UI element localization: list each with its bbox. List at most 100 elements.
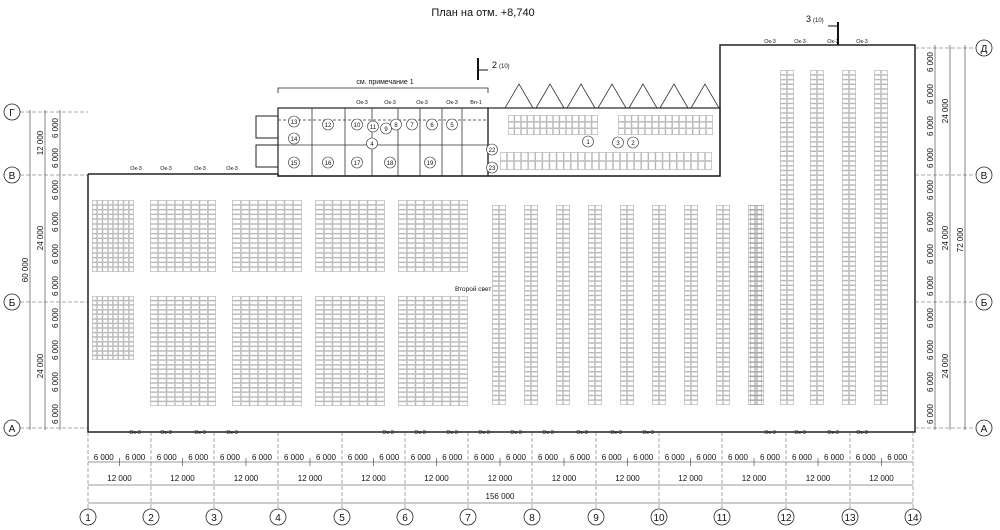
column-axis-label: 14 <box>907 513 919 524</box>
row-axis-label: Б <box>981 298 988 309</box>
room-number-marker <box>288 132 300 145</box>
column-axis-marker <box>713 508 731 526</box>
dimension-label: 6 000 <box>442 453 463 462</box>
room-number-marker <box>612 136 624 149</box>
window-label: Ок-3 <box>827 430 839 436</box>
dimension-total: 60 000 <box>21 257 30 282</box>
dimension-label: 12 000 <box>869 474 894 483</box>
dimension-label: 6 000 <box>51 307 60 328</box>
rack-office-2 <box>618 115 713 135</box>
rack-block-top-4 <box>315 200 385 272</box>
column-axis-label: 2 <box>148 513 154 524</box>
room-number-marker <box>384 156 396 169</box>
rack-office-1 <box>508 115 598 135</box>
room-number: 2 <box>631 141 635 147</box>
window-label: Ок-3 <box>642 430 654 436</box>
dimension-label: 6 000 <box>696 453 717 462</box>
window-label: Ок-3 <box>446 430 458 436</box>
rack-block-bottom-1 <box>92 296 134 360</box>
window-label: Ок-3 <box>160 166 172 172</box>
row-axis-marker <box>975 166 993 184</box>
room-number: 4 <box>370 142 374 148</box>
dimension-label: 6 000 <box>220 453 241 462</box>
rack-block-top-1 <box>92 200 134 272</box>
window-label: Ок-3 <box>194 166 206 172</box>
room-number: 3 <box>616 141 620 147</box>
dimension-label: 12 000 <box>107 474 132 483</box>
dimension-label: 6 000 <box>926 275 935 296</box>
dimension-label: 12 000 <box>552 474 577 483</box>
dimension-label: 6 000 <box>51 179 60 200</box>
column-axis-marker <box>587 508 605 526</box>
rack-block-bottom-4 <box>315 296 385 406</box>
room-number-marker <box>446 118 458 131</box>
dimension-label: 12 000 <box>742 474 767 483</box>
dimension-label: 6 000 <box>188 453 209 462</box>
rack-row-8 <box>716 205 730 405</box>
room-number: 5 <box>450 123 454 129</box>
room-number-marker <box>322 156 334 169</box>
rack-block-bottom-5 <box>398 296 468 406</box>
building-outline <box>87 44 916 433</box>
room-number: 13 <box>291 120 298 126</box>
rack-row-5 <box>620 205 634 405</box>
dimension-label: 6 000 <box>728 453 749 462</box>
column-axis-marker <box>142 508 160 526</box>
window-label: Ок-3 <box>226 430 238 436</box>
roof-lantern <box>504 83 534 109</box>
rack-row-right-5 <box>874 70 888 405</box>
dimension-total: 72 000 <box>956 227 965 252</box>
room-number-marker <box>627 136 639 149</box>
window-label: Ок-3 <box>576 430 588 436</box>
room-number: 9 <box>384 127 388 133</box>
dimension-label: 6 000 <box>379 453 400 462</box>
dimension-label: 6 000 <box>474 453 495 462</box>
room-number: 14 <box>291 137 298 143</box>
window-label: Ок-3 <box>764 39 776 45</box>
room-number: 17 <box>354 161 361 167</box>
dimension-label: 6 000 <box>926 179 935 200</box>
room-number-marker <box>406 118 418 131</box>
room-number: 12 <box>325 123 332 129</box>
roof-lanterns <box>504 83 720 109</box>
column-axis-marker <box>650 508 668 526</box>
rack-row-4 <box>588 205 602 405</box>
dimension-label: 12 000 <box>361 474 386 483</box>
room-number-marker <box>366 137 378 150</box>
room-number: 23 <box>489 166 496 172</box>
dimension-label: 12 000 <box>488 474 513 483</box>
dimension-label: 12 000 <box>615 474 640 483</box>
room-number: 11 <box>370 125 377 131</box>
window-label: Ок-3 <box>542 430 554 436</box>
room-number-marker <box>486 143 498 156</box>
column-axis-label: 8 <box>529 513 535 524</box>
storage-racks <box>92 70 888 406</box>
column-axis-marker <box>396 508 414 526</box>
dimension-label: 6 000 <box>926 243 935 264</box>
window-label: Ок-3 <box>384 100 396 106</box>
dimension-label: 6 000 <box>570 453 591 462</box>
vent-label: Вп-1 <box>470 100 482 106</box>
rack-block-bottom-2 <box>150 296 216 406</box>
rack-row-right-2 <box>780 70 794 405</box>
window-label: Ок-3 <box>856 39 868 45</box>
column-axis-marker <box>841 508 859 526</box>
window-label: Ок-3 <box>794 430 806 436</box>
column-axis-label: 1 <box>85 513 91 524</box>
column-axis-label: 9 <box>593 513 599 524</box>
dimension-label: 24 000 <box>36 225 45 250</box>
rack-office-3 <box>500 152 712 170</box>
column-axis-marker <box>459 508 477 526</box>
rack-row-6 <box>652 205 666 405</box>
dimension-label: 6 000 <box>538 453 559 462</box>
dimension-label: 6 000 <box>926 115 935 136</box>
column-axis-marker <box>523 508 541 526</box>
room-number-marker <box>351 156 363 169</box>
room-number-marker <box>486 161 498 174</box>
dimension-label: 6 000 <box>51 339 60 360</box>
dimension-label: 6 000 <box>157 453 178 462</box>
dimension-label: 6 000 <box>926 51 935 72</box>
window-label: Ок-3 <box>129 430 141 436</box>
row-axis-marker <box>975 39 993 57</box>
